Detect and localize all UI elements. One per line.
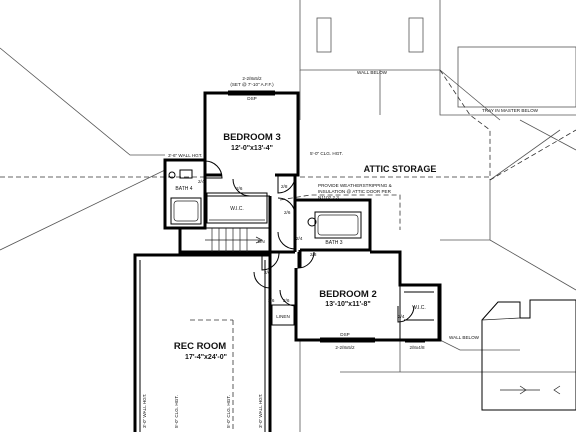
linen-label: LINEN (276, 314, 290, 319)
door-swings (204, 160, 415, 323)
lower-roof-pavilion (481, 299, 576, 411)
bedroom-2-dsp: DSP (340, 332, 349, 337)
attic-note-line-1: PROVIDE WEATHERSTRIPPING & (318, 183, 392, 188)
door-tag-3: 2/8 (281, 184, 288, 189)
bedroom-2-dim: 13'-10"x11'-8" (325, 301, 370, 308)
door-tag-7: 2/8 (310, 252, 317, 257)
door-tag-9: 2/4 (398, 314, 405, 319)
bath-4 (163, 158, 270, 230)
bedroom-3-dsp: DSP (247, 96, 256, 101)
linen-closet (271, 304, 295, 326)
door-tag-5: 2/4 (296, 236, 303, 241)
attic-clg-height: 5'-0" CLG. HGT. (310, 151, 343, 156)
bath-3-label: BATH 3 (325, 240, 342, 246)
bedroom-3-window-size: 2-2/8x5/2 (242, 76, 262, 81)
rec-room-dim: 17'-4"x24'-0" (185, 354, 227, 361)
stairs-label: DN (258, 239, 265, 244)
rec-room-name: REC ROOM (174, 341, 226, 352)
attic-boundaries (0, 69, 576, 432)
attic-note-line-2: INSULATION @ ATTIC DOOR PER (318, 189, 392, 194)
bedroom-3 (203, 90, 300, 224)
door-tag-2: 2/6 (236, 186, 243, 191)
bath-4-wall-height: 3'-6" WALL HGT. (168, 153, 202, 158)
rec-vert-note-2: 5'-0" CLG. HGT. (174, 395, 179, 428)
wall-below-right: WALL BELOW (449, 335, 480, 340)
rec-room (133, 253, 272, 432)
door-tag-1: 2/4 (198, 179, 205, 184)
attic-storage-label: ATTIC STORAGE (364, 164, 437, 174)
wic-left-label: W.I.C. (230, 206, 244, 212)
attic-note-line-3: N1102.2.3 (318, 195, 339, 200)
bath-4-label: BATH 4 (175, 186, 192, 192)
wic-right-label: W.I.C. (412, 305, 426, 311)
wall-below-top: WALL BELOW (357, 70, 388, 75)
rec-vert-note-3: 5'-0" CLG. HGT. (226, 395, 231, 428)
tray-master-label: TRAY IN MASTER BELOW (482, 108, 539, 113)
rec-vert-note-1: 3'-0" WALL HGT. (142, 394, 147, 428)
bedroom-3-name: BEDROOM 3 (223, 132, 281, 143)
rec-vert-note-4: 3'-0" WALL HGT. (258, 394, 263, 428)
bedroom-2-window-size: 2-2/8x5/2 (335, 345, 355, 350)
bedroom-3-dim: 12'-0"x13'-4" (231, 145, 273, 152)
wic-window-size: 2/8x4/8 (409, 345, 425, 350)
bedroom-3-window-sill: (SET @ 7'-10" A.F.F.) (230, 82, 274, 87)
door-tag-10: 2/6 (268, 298, 275, 303)
door-tag-6: 2/6 (264, 270, 271, 275)
bedroom-2 (294, 250, 442, 343)
door-tag-4: 2/6 (284, 210, 291, 215)
bath-3 (295, 198, 372, 252)
bedroom-2-name: BEDROOM 2 (319, 289, 377, 300)
door-tag-8: 2/6 (283, 298, 290, 303)
